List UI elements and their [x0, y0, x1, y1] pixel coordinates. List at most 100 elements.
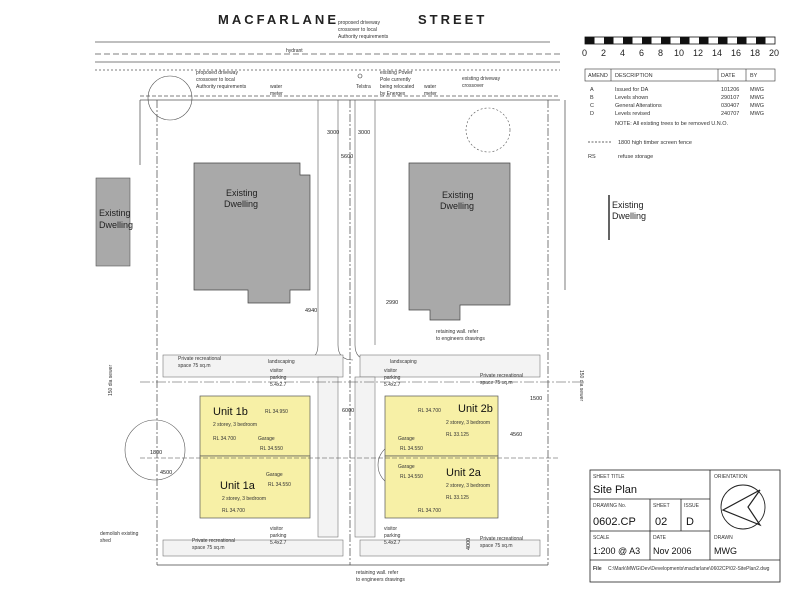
- scale-tick-6: 6: [639, 48, 644, 58]
- unit-2b-garage-rl: RL 34.550: [400, 446, 423, 452]
- note-hydrant: hydrant: [286, 48, 303, 54]
- title-block: SHEET TITLE Site Plan ORIENTATION DRAWIN…: [589, 469, 781, 583]
- legend: 1800 high timber screen fence RS refuse …: [588, 140, 692, 240]
- amend-header-desc: DESCRIPTION: [615, 73, 653, 79]
- power-pole-icon: [357, 73, 363, 79]
- neighbour-dwelling-left-label-2: Dwelling: [99, 220, 133, 230]
- amend-row-a-desc: Issued for DA: [615, 87, 649, 93]
- note-power-pole-2: Pole currently: [380, 77, 411, 83]
- note-water-meter-l-2: meter: [270, 91, 283, 97]
- note-existing-driveway-1: existing driveway: [462, 76, 501, 82]
- amend-row-b-by: MWG: [750, 95, 764, 101]
- amend-row-d-code: D: [590, 111, 594, 117]
- existing-dwelling-left-label-2: Dwelling: [224, 199, 258, 209]
- note-visitor-parking-bottom-right-1: visitor: [384, 526, 397, 532]
- unit-1a: Unit 1a 2 storey, 3 bedroom RL 34.700 Ga…: [199, 455, 311, 519]
- amend-note: NOTE: All existing trees to be removed U…: [615, 121, 729, 127]
- unit-1b-rl2: RL 34.950: [265, 409, 288, 415]
- unit-2b-rl: RL 33.125: [446, 432, 469, 438]
- dim-1800: 1800: [150, 450, 162, 456]
- unit-1b-garage: Garage: [258, 436, 275, 442]
- scale-tick-18: 18: [750, 48, 760, 58]
- note-sewer-left: 150 dia sewer: [108, 365, 114, 396]
- note-visitor-parking-bottom-left-2: parking: [270, 533, 287, 539]
- unit-2b-name: Unit 2b: [458, 403, 493, 415]
- note-existing-driveway-2: crossover: [462, 83, 484, 89]
- unit-1a-name: Unit 1a: [220, 480, 256, 492]
- tb-drawing-no: 0602.CP: [593, 516, 636, 528]
- amend-row-c-code: C: [590, 103, 594, 109]
- note-telstra: Telstra: [356, 84, 371, 90]
- dim-4940: 4940: [305, 308, 317, 314]
- unit-1b-name: Unit 1b: [213, 406, 248, 418]
- dim-6000: 6000: [342, 408, 354, 414]
- tb-orientation-label: ORIENTATION: [714, 474, 748, 480]
- amend-header-date: DATE: [721, 73, 736, 79]
- note-visitor-parking-bottom-left-3: 5.4x2.7: [270, 540, 287, 546]
- tb-file: C:\Mark\MWG\Dev\Developments\macfarlane\…: [608, 566, 770, 572]
- note-driveway-left-3: Authority requirements: [196, 84, 247, 90]
- scale-tick-20: 20: [769, 48, 779, 58]
- unit-1b-desc: 2 storey, 3 bedroom: [213, 422, 257, 428]
- street-kerb-lines: [95, 41, 560, 101]
- tb-drawn-label: DRAWN: [714, 535, 733, 541]
- amend-row-a-date: 101206: [721, 87, 739, 93]
- central-driveway: [302, 100, 376, 361]
- unit-2b-garage: Garage: [398, 436, 415, 442]
- unit-driveways: [162, 354, 541, 557]
- existing-dwelling-left-label-1: Existing: [226, 188, 258, 198]
- tb-scale-label: SCALE: [593, 535, 610, 541]
- scale-tick-12: 12: [693, 48, 703, 58]
- note-water-meter-l-1: water: [270, 84, 283, 90]
- amend-row-d-by: MWG: [750, 111, 764, 117]
- tb-sheet-title: Site Plan: [593, 484, 637, 496]
- note-retaining-wall-top-1: retaining wall. refer: [436, 329, 479, 335]
- dim-4500: 4500: [160, 470, 172, 476]
- unit-2a-rl: RL 33.125: [446, 495, 469, 501]
- scale-tick-16: 16: [731, 48, 741, 58]
- note-private-space-bottom-right-1: Private recreational: [480, 536, 523, 542]
- tb-issue: D: [686, 516, 694, 528]
- amend-row-c-desc: General Alterations: [615, 103, 662, 109]
- note-private-space-bottom-left-2: space 75 sq.m: [192, 545, 225, 551]
- amend-row-b-code: B: [590, 95, 594, 101]
- note-private-space-right-2: space 75 sq.m: [480, 380, 513, 386]
- note-water-meter-r-1: water: [424, 84, 437, 90]
- unit-2a-rl2: RL 34.700: [418, 508, 441, 514]
- tb-sheet-label: SHEET: [653, 503, 670, 509]
- annotations: proposed driveway crossover to local Aut…: [100, 20, 584, 583]
- unit-2a-garage: Garage: [398, 464, 415, 470]
- street-name-left: MACFARLANE: [218, 12, 339, 27]
- unit-2b-rl2: RL 34.700: [418, 408, 441, 414]
- unit-1b-rl: RL 34.700: [213, 436, 236, 442]
- unit-1b: Unit 1b 2 storey, 3 bedroom RL 34.700 RL…: [199, 395, 311, 457]
- note-private-space-left-2: space 75 sq.m: [178, 363, 211, 369]
- street-name-right: STREET: [418, 12, 487, 27]
- note-driveway-left-2: crossover to local: [196, 77, 235, 83]
- note-private-space-right-1: Private recreational: [480, 373, 523, 379]
- unit-2b: Unit 2b 2 storey, 3 bedroom RL 33.125 RL…: [384, 395, 499, 457]
- tb-drawing-no-label: DRAWING No.: [593, 503, 626, 509]
- neighbour-dwelling-left: [95, 177, 131, 267]
- unit-1a-desc: 2 storey, 3 bedroom: [222, 496, 266, 502]
- note-visitor-parking-right-1: visitor: [384, 368, 397, 374]
- existing-dwelling-label-far-right-2: Dwelling: [612, 211, 646, 221]
- amend-row-d-date: 240707: [721, 111, 739, 117]
- neighbour-dwelling-left-label-1: Existing: [99, 208, 131, 218]
- note-power-pole-4: by Energex: [380, 91, 406, 97]
- unit-1a-rl: RL 34.700: [222, 508, 245, 514]
- legend-rs: refuse storage: [618, 154, 653, 160]
- existing-dwelling-right: [408, 162, 511, 321]
- note-private-space-bottom-left-1: Private recreational: [192, 538, 235, 544]
- note-visitor-parking-bottom-right-3: 5.4x2.7: [384, 540, 401, 546]
- scale-tick-8: 8: [658, 48, 663, 58]
- note-visitor-parking-right-2: parking: [384, 375, 401, 381]
- tb-date-label: DATE: [653, 535, 667, 541]
- tb-file-label: File: [593, 566, 602, 572]
- note-private-space-bottom-right-2: space 75 sq.m: [480, 543, 513, 549]
- note-retaining-wall-top-2: to engineers drawings: [436, 336, 485, 342]
- note-sewer-right: 150 dia sewer: [578, 370, 584, 401]
- tb-issue-label: ISSUE: [684, 503, 700, 509]
